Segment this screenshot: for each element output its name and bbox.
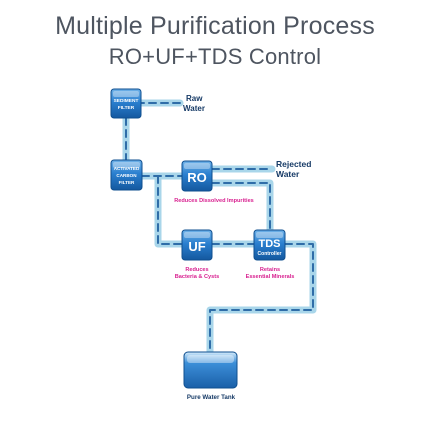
uf-caption-2: Bacteria & Cysts — [175, 274, 219, 280]
rejected-water-label-2: Water — [276, 169, 300, 179]
tds-caption-2: Essential Minerals — [246, 274, 295, 280]
pipe-carbon-uf — [154, 172, 186, 248]
pipe-ro-tds — [208, 179, 274, 234]
page-subtitle: RO+UF+TDS Control — [108, 44, 322, 69]
carbon-filter-label-1: ACTIVATED — [114, 166, 140, 171]
uf-module: UF — [181, 229, 213, 261]
tds-caption-1: Retains — [260, 267, 280, 273]
tank-caption: Pure Water Tank — [187, 394, 236, 401]
tds-controller-module: TDS Controller — [253, 229, 286, 261]
carbon-filter-label-2: CARBON — [116, 173, 137, 178]
sediment-filter-label-2: FILTER — [118, 105, 135, 111]
ro-label: RO — [187, 170, 207, 185]
tds-label: TDS — [259, 238, 281, 250]
carbon-filter-module: ACTIVATED CARBON FILTER — [110, 159, 143, 191]
pipes — [122, 99, 317, 356]
uf-caption-1: Reduces — [185, 267, 208, 273]
ro-caption: Reduces Dissolved Impurities — [174, 198, 254, 204]
page-title: Multiple Purification Process — [55, 12, 375, 40]
sediment-filter-module: SEDIMENT FILTER — [110, 88, 142, 119]
carbon-filter-label-3: FILTER — [119, 180, 135, 185]
rejected-water-label-1: Rejected — [276, 159, 311, 169]
sediment-filter-label-1: SEDIMENT — [114, 98, 139, 104]
pure-water-tank — [183, 351, 238, 389]
ro-module: RO — [181, 160, 213, 192]
uf-label: UF — [188, 239, 205, 254]
raw-water-label-1: Raw — [186, 94, 203, 103]
tds-sublabel: Controller — [258, 251, 282, 257]
raw-water-label-2: Water — [183, 104, 205, 113]
